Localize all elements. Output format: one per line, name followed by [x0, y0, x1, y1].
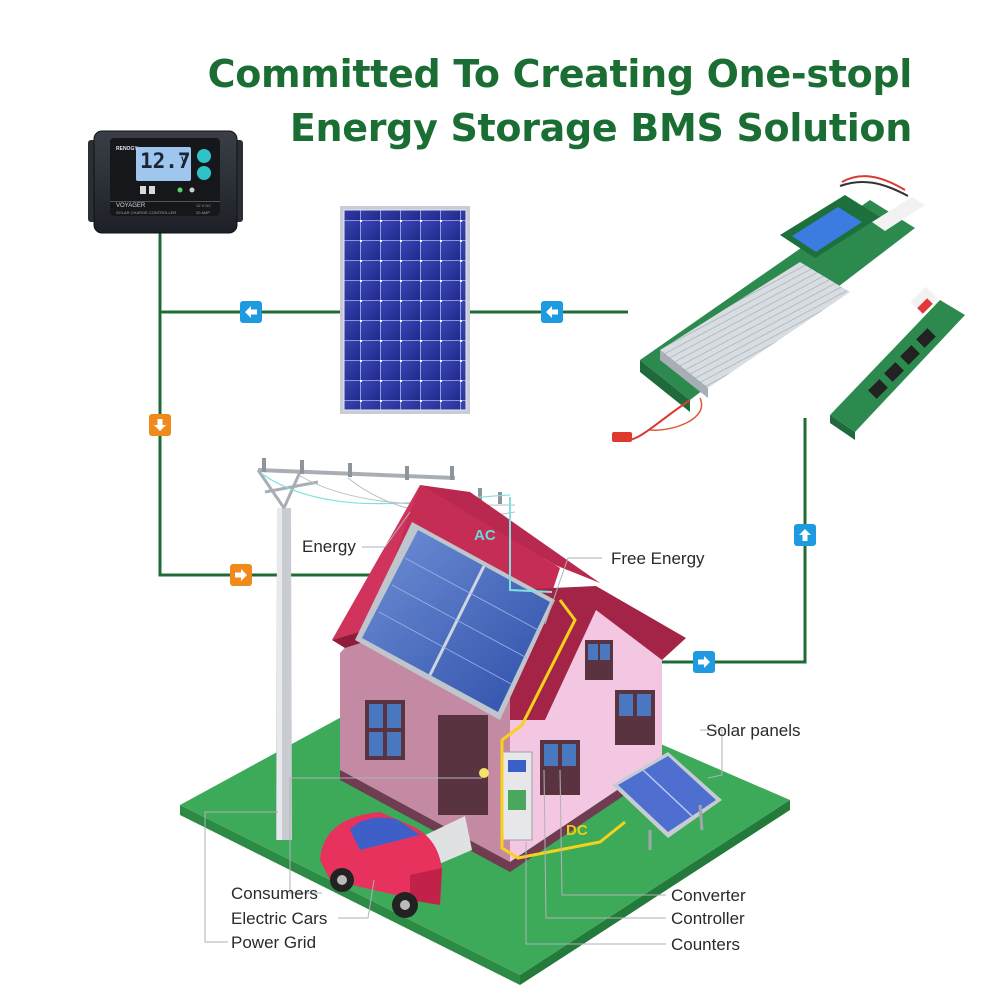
ac-line: [509, 497, 553, 593]
controller-display-unit: V: [181, 155, 188, 165]
charge-controller-device: [88, 130, 243, 234]
ground-solar-panel: [612, 752, 722, 850]
leader-power-grid: [204, 811, 278, 943]
leader-solar-panels: [700, 729, 723, 779]
callout-leaders: [204, 511, 723, 945]
label-energy: Energy: [302, 537, 356, 556]
arrow-left-icon: [541, 301, 563, 323]
dc-line: [500, 599, 626, 860]
bms-sub-board: [830, 286, 965, 440]
label-power-grid: Power Grid: [231, 933, 317, 952]
lawn-edge: [180, 805, 520, 985]
arrow-left-icon: [240, 301, 262, 323]
arrow-right-icon: [693, 651, 715, 673]
leader-counters: [525, 842, 666, 945]
controller-model: VOYAGER: [116, 203, 146, 209]
headline-line-1: Committed To Creating One-stopl: [207, 52, 913, 96]
headline-line-2: Energy Storage BMS Solution: [289, 106, 912, 150]
controller-caption: SOLAR CHARGE CONTROLLER: [116, 210, 177, 215]
leader-consumers: [289, 777, 482, 894]
label-converter: Converter: [671, 886, 746, 905]
lawn-edge-right: [520, 800, 790, 985]
ac-tag: AC: [474, 527, 496, 544]
solar-panel-top: [340, 206, 470, 414]
label-consumers: Consumers: [231, 884, 318, 903]
label-solar-panels: Solar panels: [706, 721, 801, 740]
utility-pole: [256, 458, 516, 840]
label-free-energy: Free Energy: [611, 549, 705, 568]
roof-solar-panel: [355, 522, 555, 720]
label-controller: Controller: [671, 909, 745, 928]
arrow-up-icon: [794, 524, 816, 546]
controller-rating-1: 12 V DC: [196, 203, 212, 208]
controller-rating-2: 20 AMP: [196, 210, 211, 215]
controller-brand: RENOGY: [116, 146, 138, 152]
leader-electric-cars: [338, 879, 375, 919]
bms-board: [612, 175, 925, 442]
leader-controller: [543, 769, 666, 919]
leader-energy: [362, 511, 411, 548]
electric-car: [320, 812, 442, 918]
flow-line-controller-down: [158, 232, 405, 577]
controller-display: [136, 147, 191, 181]
label-electric-cars: Electric Cars: [231, 909, 328, 928]
dc-tag: DC: [566, 822, 588, 839]
ac-dc-wiring: [500, 497, 626, 860]
controller-display-value: 12.7: [140, 149, 191, 173]
leader-converter: [559, 769, 666, 896]
consumer-lamp: [479, 768, 489, 778]
arrow-down-icon: [149, 414, 171, 436]
leader-free-energy: [544, 557, 602, 625]
label-counters: Counters: [671, 935, 740, 954]
arrow-right-icon: [230, 564, 252, 586]
